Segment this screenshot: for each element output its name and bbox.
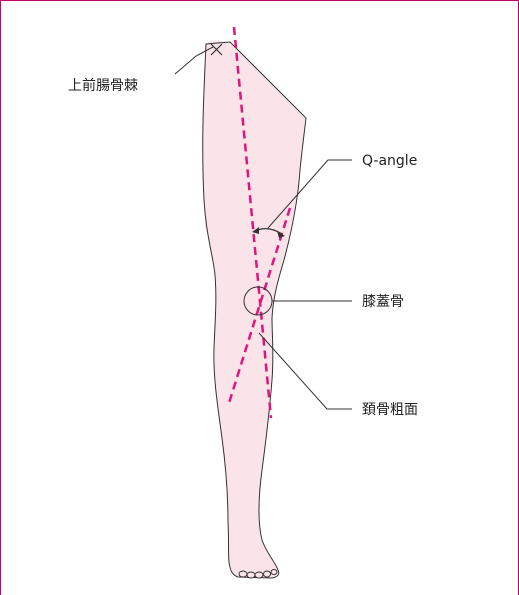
label-asis: 上前腸骨棘 — [68, 77, 138, 94]
label-q-angle: Q-angle — [362, 153, 417, 169]
label-patella: 膝蓋骨 — [362, 294, 404, 310]
leg-outline — [203, 42, 306, 578]
label-tibial-tuberosity: 頚骨粗面 — [362, 402, 418, 418]
